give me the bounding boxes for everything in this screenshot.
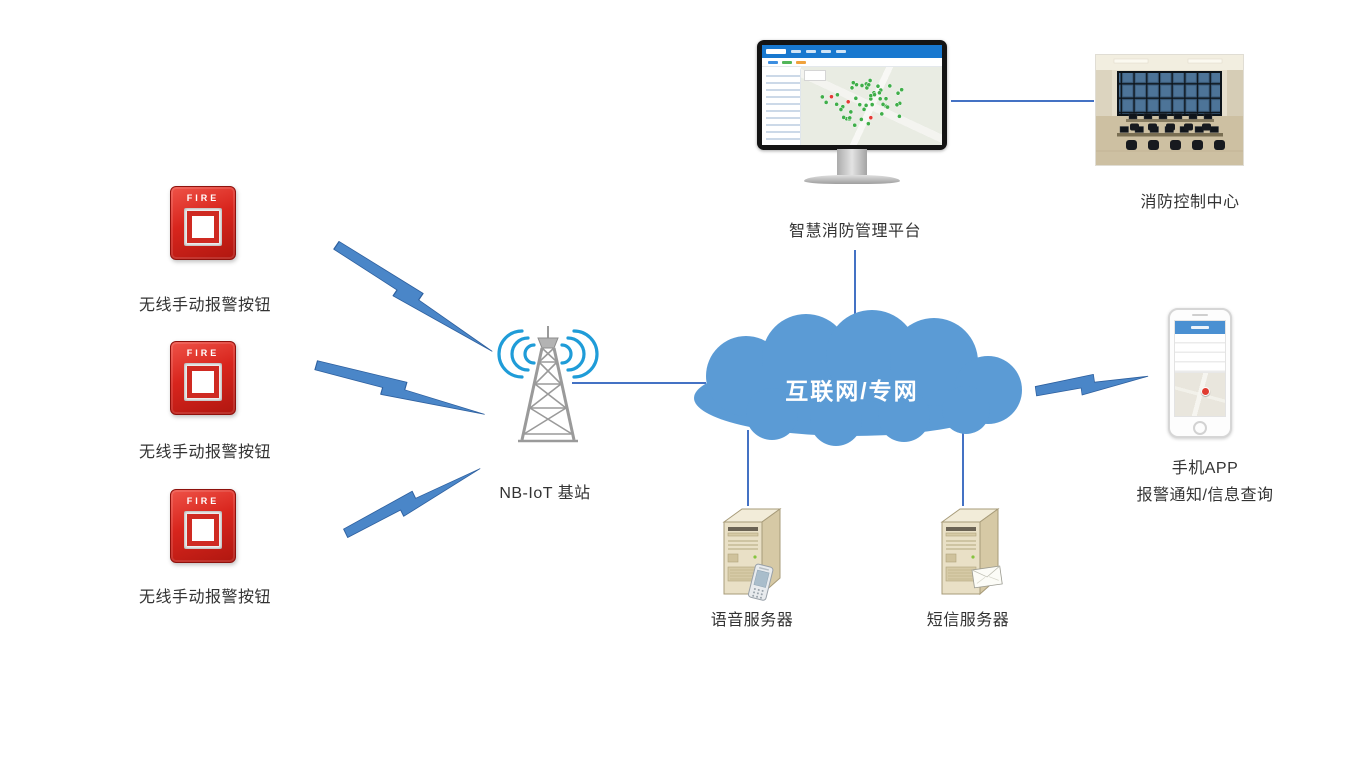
mobile-phone xyxy=(1168,308,1232,438)
connector-cloud-smsserver xyxy=(962,432,964,506)
alarm-button-2-panel xyxy=(184,363,222,401)
server-tower-icon xyxy=(722,508,782,601)
platform-menu-icon xyxy=(821,50,831,53)
platform-menu-icon xyxy=(836,50,846,53)
alarm-button-3-label: 无线手动报警按钮 xyxy=(138,589,271,606)
antenna-tower-icon xyxy=(497,326,599,443)
lightning-bolt-2 xyxy=(314,360,485,415)
voice-server-label: 语音服务器 xyxy=(710,612,794,629)
platform-logo-icon xyxy=(766,49,786,54)
platform-label: 智慧消防管理平台 xyxy=(788,223,921,240)
voice-server xyxy=(712,506,790,604)
monitor-stand-base xyxy=(804,175,900,184)
phone-speaker-icon xyxy=(1170,310,1230,320)
internet-cloud: 互联网/专网 xyxy=(676,310,1028,452)
alarm-button-3-text: FIRE xyxy=(186,496,220,506)
platform-monitor xyxy=(757,40,947,184)
phone-label-line1: 手机APP xyxy=(1171,460,1239,477)
platform-sidebar-tree xyxy=(762,67,801,145)
connector-platform-controlcenter xyxy=(951,100,1094,102)
platform-map xyxy=(801,67,942,145)
alarm-button-3-panel xyxy=(184,511,222,549)
alarm-button-1-panel xyxy=(184,208,222,246)
alarm-button-2: FIRE xyxy=(170,341,236,415)
connector-cloud-voiceserver xyxy=(747,430,749,506)
app-list-rows xyxy=(1175,334,1225,373)
phone-label: 手机APP 报警通知/信息查询 xyxy=(1100,455,1310,509)
signal-waves-icon xyxy=(497,329,599,379)
phone-app-screenshot xyxy=(1174,320,1226,417)
alarm-button-1-text: FIRE xyxy=(186,193,220,203)
filter-chip-icon xyxy=(796,60,806,64)
alarm-glass-icon xyxy=(187,514,219,546)
map-layer-panel xyxy=(804,70,826,81)
lightning-bolt-3 xyxy=(343,468,481,538)
sms-envelope-icon xyxy=(971,565,1003,589)
phone-label-line2: 报警通知/信息查询 xyxy=(1136,487,1274,504)
filter-chip-icon xyxy=(782,60,792,64)
cloud-label: 互联网/专网 xyxy=(785,378,919,404)
handset-phone-icon xyxy=(747,563,774,601)
cloud-shape-icon xyxy=(694,310,1022,446)
alarm-button-2-label: 无线手动报警按钮 xyxy=(138,444,271,461)
sms-server xyxy=(930,506,1008,604)
alarm-button-1: FIRE xyxy=(170,186,236,260)
device-dots-map-icon xyxy=(820,78,904,128)
alarm-glass-icon xyxy=(187,211,219,243)
lightning-bolt-4 xyxy=(1034,374,1149,397)
control-room-image xyxy=(1096,55,1243,165)
platform-toolbar xyxy=(762,58,942,67)
control-center-photo xyxy=(1096,55,1243,165)
nbiot-base-station xyxy=(488,322,608,452)
alarm-glass-icon xyxy=(187,366,219,398)
filter-chip-icon xyxy=(768,60,778,64)
control-center-label: 消防控制中心 xyxy=(1140,194,1240,211)
app-header-bar xyxy=(1175,321,1225,334)
server-tower-icon xyxy=(940,508,1003,596)
phone-home-button-icon xyxy=(1193,421,1207,435)
connector-cloud-platform xyxy=(854,250,856,314)
platform-header-bar xyxy=(762,45,942,58)
app-map-with-pin xyxy=(1175,373,1225,416)
alarm-button-3: FIRE xyxy=(170,489,236,563)
monitor-stand-neck xyxy=(837,149,867,175)
sms-server-label: 短信服务器 xyxy=(926,612,1010,629)
lightning-bolt-1 xyxy=(333,240,493,352)
platform-menu-icon xyxy=(791,50,801,53)
connector-tower-cloud xyxy=(572,382,706,384)
monitor-bezel xyxy=(757,40,947,150)
platform-menu-icon xyxy=(806,50,816,53)
alarm-button-2-text: FIRE xyxy=(186,348,220,358)
base-station-label: NB-IoT 基站 xyxy=(499,485,591,502)
alarm-button-1-label: 无线手动报警按钮 xyxy=(138,297,271,314)
platform-screenshot xyxy=(762,45,942,145)
